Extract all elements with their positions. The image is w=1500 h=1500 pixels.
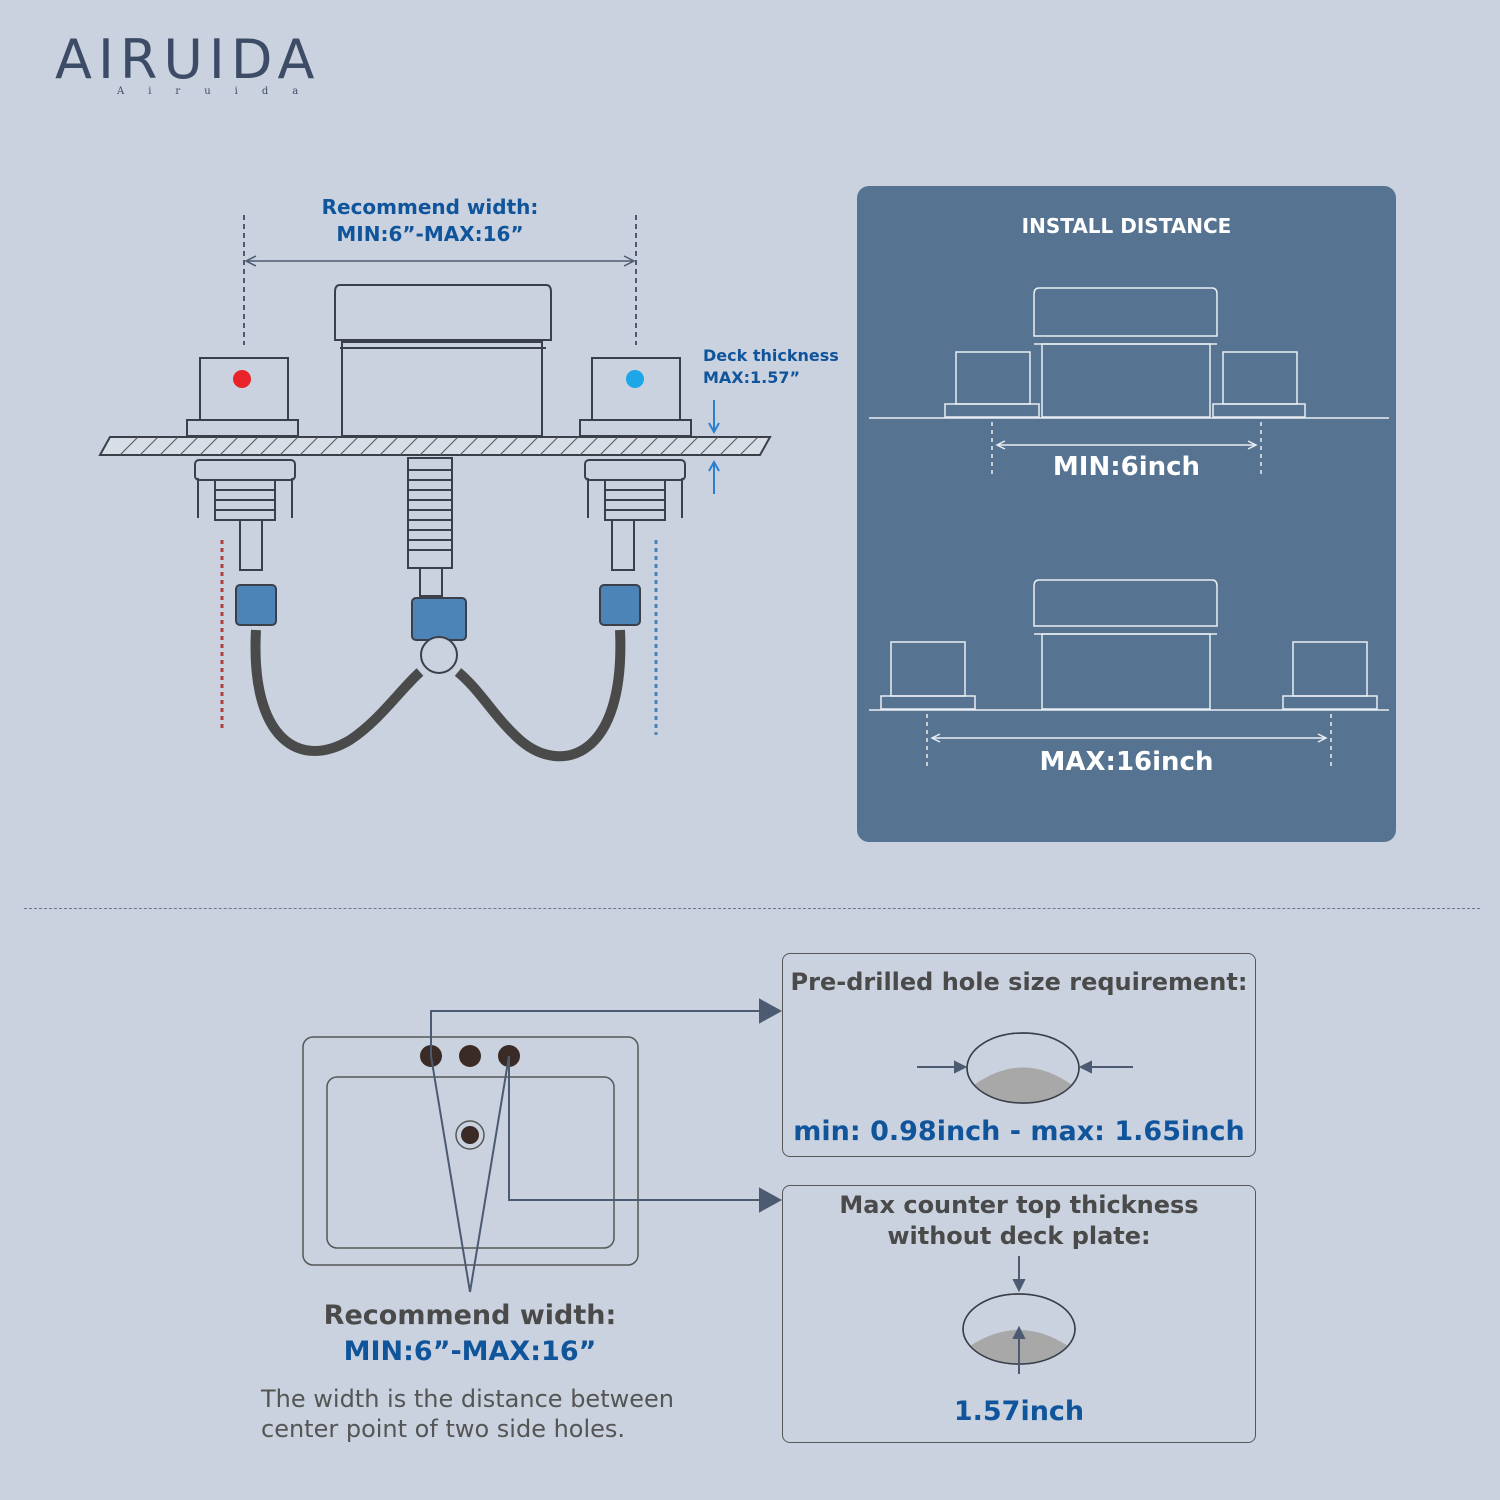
- deck-thickness-title: Deck thickness: [703, 346, 839, 365]
- hole-size-title: Pre-drilled hole size requirement:: [790, 968, 1248, 996]
- sink-recommend-title: Recommend width:: [323, 1300, 617, 1331]
- hole-size-value: min: 0.98inch - max: 1.65inch: [793, 1116, 1245, 1147]
- deck-thickness-value: MAX:1.57”: [703, 368, 801, 387]
- drain-hole-icon: [461, 1126, 479, 1144]
- sink-width-note: The width is the distance between center…: [261, 1384, 721, 1444]
- counter-thickness-title-line2: without deck plate:: [887, 1222, 1151, 1250]
- deck-thickness-arrows: [708, 400, 720, 494]
- install-min-label: MIN:6inch: [1052, 452, 1201, 482]
- sink-diagram: [302, 998, 783, 1293]
- faucet-recommend-title: Recommend width:: [321, 195, 539, 219]
- install-max-label: MAX:16inch: [1039, 747, 1214, 777]
- install-distance-title: INSTALL DISTANCE: [1021, 214, 1232, 238]
- counter-thickness-title: Max counter top thickness without deck p…: [783, 1190, 1255, 1252]
- hole-size-requirement-box: Pre-drilled hole size requirement: min: …: [782, 953, 1256, 1157]
- faucet-install-diagram: [98, 215, 772, 762]
- faucet-recommend-value: MIN:6”-MAX:16”: [336, 222, 524, 246]
- sink-note-line1: The width is the distance between: [261, 1385, 674, 1413]
- sink-note-line2: center point of two side holes.: [261, 1415, 626, 1443]
- counter-thickness-box: Max counter top thickness without deck p…: [782, 1185, 1256, 1443]
- deck-thickness-label: Deck thickness MAX:1.57”: [703, 345, 839, 389]
- brand-tagline: Airuida: [117, 86, 323, 97]
- cold-indicator-icon: [626, 370, 644, 388]
- install-distance-diagram: [869, 287, 1389, 768]
- section-divider: [24, 908, 1480, 909]
- faucet-recommend-width: Recommend width: MIN:6”-MAX:16”: [260, 194, 600, 248]
- counter-thickness-title-line1: Max counter top thickness: [839, 1191, 1199, 1219]
- sink-recommend-value: MIN:6”-MAX:16”: [343, 1336, 597, 1367]
- hot-indicator-icon: [233, 370, 251, 388]
- faucet-hole-center-icon: [459, 1045, 481, 1067]
- install-distance-panel: INSTALL DISTANCE MIN:6inch MAX:16inch: [857, 186, 1396, 842]
- hole-size-diagram: [917, 1032, 1133, 1104]
- counter-thickness-diagram: [962, 1256, 1076, 1374]
- brand-logo: AIRUIDA Airuida: [55, 30, 385, 100]
- counter-thickness-value: 1.57inch: [953, 1396, 1085, 1427]
- brand-name: AIRUIDA: [55, 28, 321, 91]
